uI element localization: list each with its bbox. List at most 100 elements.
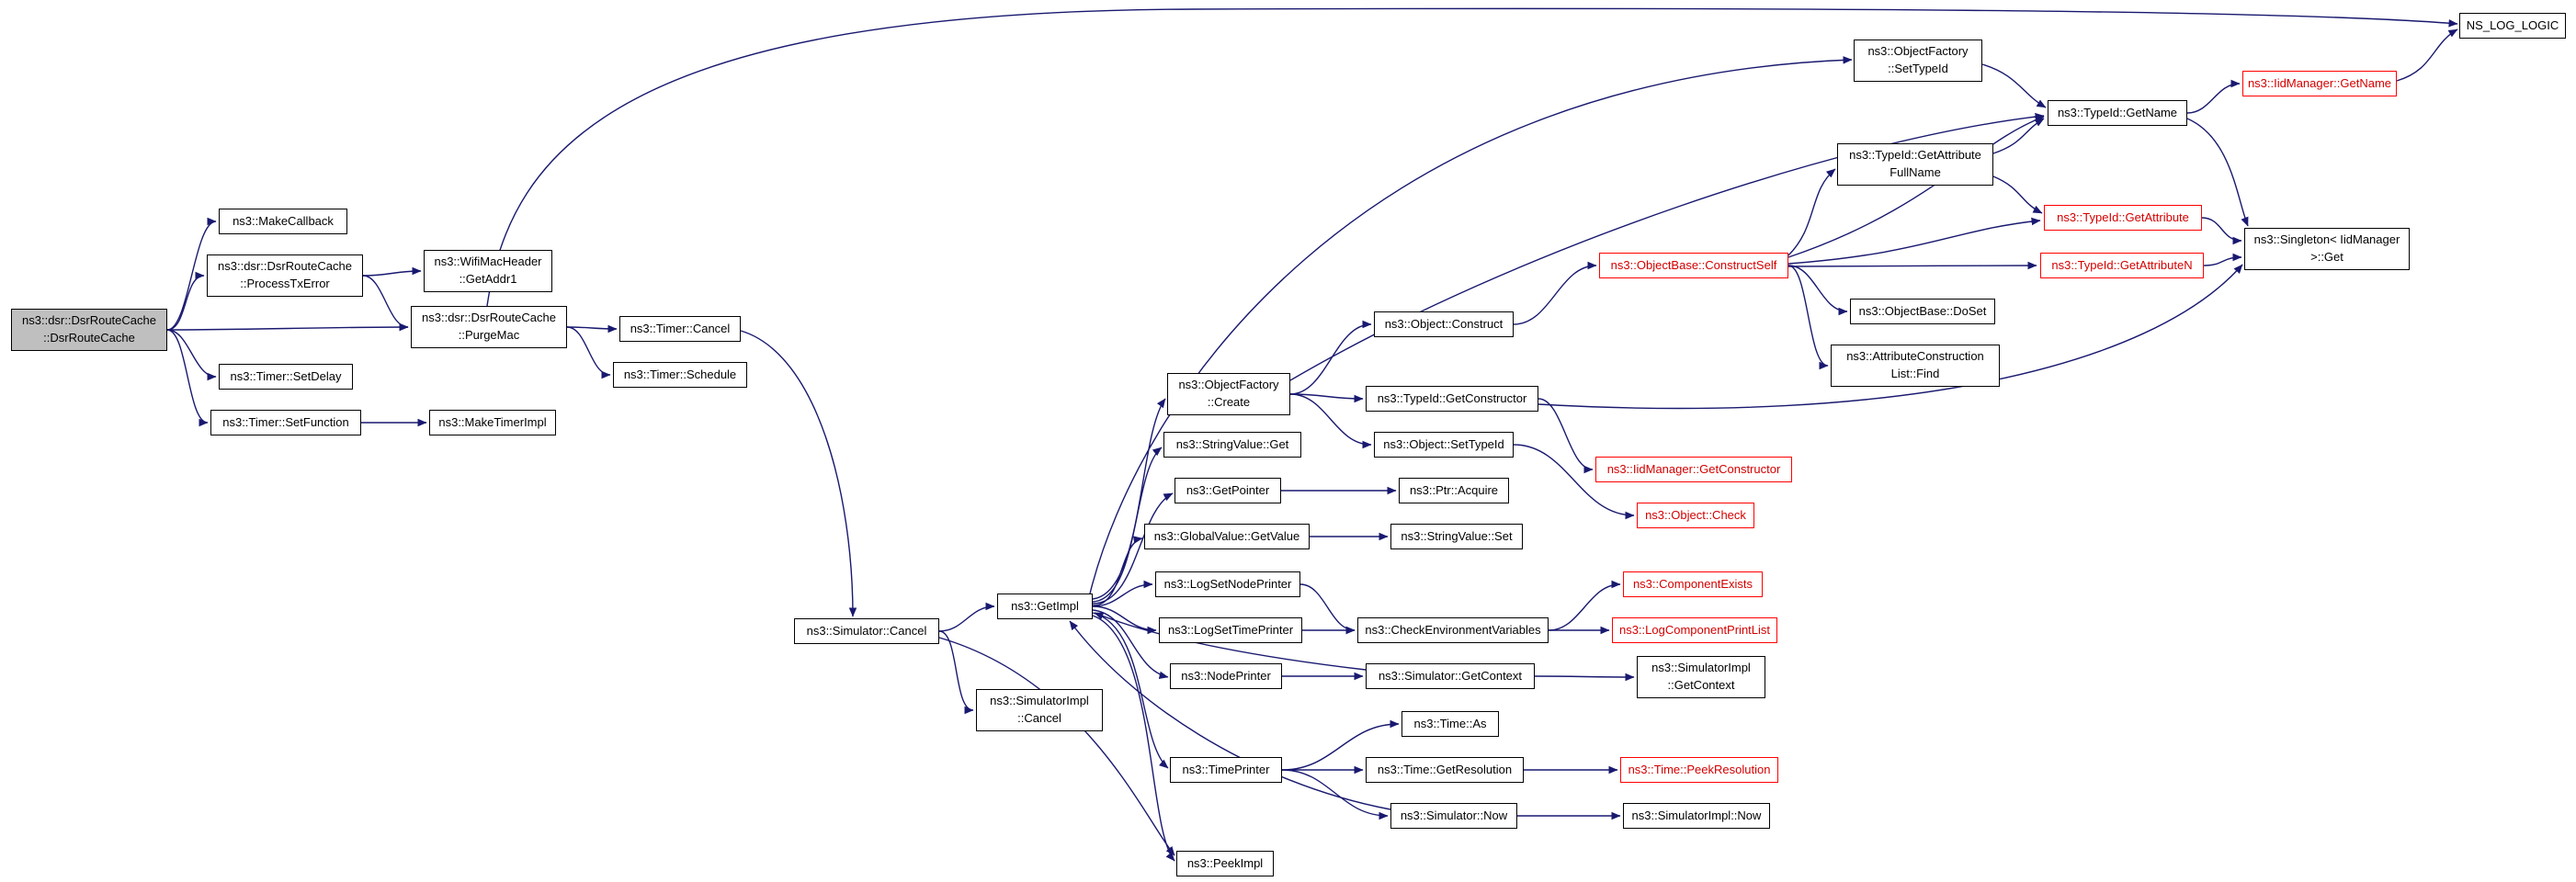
edge-constructself-getattribute: [1787, 217, 2041, 265]
node-peekresolution[interactable]: ns3::Time::PeekResolution: [1620, 757, 1778, 783]
node-label: ns3::GlobalValue::GetValue: [1153, 528, 1300, 543]
node-factorysettypeid[interactable]: ns3::ObjectFactory::SetTypeId: [1854, 40, 1982, 82]
node-simimplnow[interactable]: ns3::SimulatorImpl::Now: [1623, 803, 1770, 829]
node-purgemac[interactable]: ns3::dsr::DsrRouteCache::PurgeMac: [411, 306, 567, 348]
node-objcheck[interactable]: ns3::Object::Check: [1637, 503, 1754, 528]
node-getconstructor[interactable]: ns3::TypeId::GetConstructor: [1366, 386, 1538, 412]
node-getpointer[interactable]: ns3::GetPointer: [1175, 478, 1281, 503]
node-objsettypeid[interactable]: ns3::Object::SetTypeId: [1374, 432, 1514, 458]
node-setdelay[interactable]: ns3::Timer::SetDelay: [219, 364, 353, 390]
edge-getattrfullname-getattribute: [1992, 175, 2043, 214]
node-label: ns3::dsr::DsrRouteCache: [218, 259, 352, 274]
node-processtxerror[interactable]: ns3::dsr::DsrRouteCache::ProcessTxError: [207, 254, 363, 297]
node-label: ns3::Simulator::Cancel: [806, 623, 927, 638]
node-iidgetconstructor[interactable]: ns3::IidManager::GetConstructor: [1595, 457, 1792, 482]
edge-getimpl-factorycreate: [1092, 398, 1166, 600]
node-peekimpl[interactable]: ns3::PeekImpl: [1176, 851, 1274, 876]
node-nodeprinter[interactable]: ns3::NodePrinter: [1170, 663, 1282, 689]
node-label: ns3::Timer::SetDelay: [230, 368, 342, 383]
edge-checkenv-componentexists: [1548, 580, 1621, 631]
node-label: ns3::Ptr::Acquire: [1409, 482, 1499, 497]
node-simcancel[interactable]: ns3::Simulator::Cancel: [794, 618, 939, 644]
edge-getimpl-peekimpl: [1092, 615, 1175, 862]
edge-getimpl-timeprinter: [1092, 612, 1169, 769]
edge-simcancel-peekimpl: [938, 637, 1175, 856]
node-timerschedule[interactable]: ns3::Timer::Schedule: [613, 362, 747, 388]
node-label: ::GetAddr1: [459, 272, 517, 286]
edge-constructself-dosset: [1787, 265, 1848, 316]
node-ptracquire[interactable]: ns3::Ptr::Acquire: [1399, 478, 1509, 503]
node-getattributen[interactable]: ns3::TypeId::GetAttributeN: [2040, 253, 2204, 278]
node-label: ns3::TypeId::GetConstructor: [1377, 390, 1527, 405]
node-label: ns3::IidManager::GetConstructor: [1606, 461, 1781, 476]
edge-typeidgetname-iidgetname: [2186, 79, 2241, 114]
edge-getimpl-nodeprinter: [1092, 609, 1169, 679]
node-globalgetvalue[interactable]: ns3::GlobalValue::GetValue: [1144, 524, 1310, 549]
node-getimpl[interactable]: ns3::GetImpl: [997, 594, 1093, 619]
node-simnow[interactable]: ns3::Simulator::Now: [1390, 803, 1517, 829]
node-stringvalueset[interactable]: ns3::StringValue::Set: [1390, 524, 1523, 549]
node-label: ns3::TypeId::GetAttribute: [2057, 209, 2189, 224]
node-makecallback[interactable]: ns3::MakeCallback: [219, 209, 347, 234]
node-logsettimeprinter[interactable]: ns3::LogSetTimePrinter: [1159, 617, 1302, 643]
node-label: ::Create: [1207, 395, 1251, 409]
node-label: ns3::SimulatorImpl: [1651, 661, 1751, 675]
node-getattribute[interactable]: ns3::TypeId::GetAttribute: [2044, 205, 2202, 231]
edge-root-purgemac: [166, 322, 409, 332]
node-label: ns3::Simulator::GetContext: [1378, 668, 1523, 683]
edge-iidgetname-nsloglogic: [2396, 28, 2458, 82]
node-label: ns3::LogSetNodePrinter: [1163, 576, 1292, 591]
node-maketimerimpl[interactable]: ns3::MakeTimerImpl: [429, 410, 556, 435]
node-timeprinter[interactable]: ns3::TimePrinter: [1170, 757, 1282, 783]
node-simimplcancel[interactable]: ns3::SimulatorImpl::Cancel: [976, 689, 1103, 731]
edge-processtxerror-getaddr1: [362, 266, 422, 277]
node-checkenv[interactable]: ns3::CheckEnvironmentVariables: [1357, 617, 1549, 643]
edge-constructself-attrlistfind: [1787, 265, 1829, 370]
node-componentexists[interactable]: ns3::ComponentExists: [1623, 571, 1763, 597]
node-timegetres[interactable]: ns3::Time::GetResolution: [1366, 757, 1524, 783]
node-label: >::Get: [2310, 250, 2343, 264]
node-objconstruct[interactable]: ns3::Object::Construct: [1374, 311, 1514, 337]
edge-root-setfunction: [166, 329, 209, 427]
node-logsetnodeprinter[interactable]: ns3::LogSetNodePrinter: [1155, 571, 1300, 597]
edge-getconstructor-singletonget: [1538, 264, 2243, 410]
edge-simgetcontext-getimpl: [1094, 612, 1367, 671]
node-label: ns3::NodePrinter: [1181, 668, 1271, 683]
node-label: ns3::TypeId::GetAttributeN: [2051, 257, 2193, 272]
node-label: ::DsrRouteCache: [43, 331, 135, 345]
node-singletonget[interactable]: ns3::Singleton< IidManager>::Get: [2244, 228, 2410, 270]
node-timercancel[interactable]: ns3::Timer::Cancel: [619, 316, 741, 342]
node-label: ns3::WifiMacHeader: [434, 254, 542, 269]
node-label: ns3::LogSetTimePrinter: [1167, 622, 1294, 637]
node-dosset[interactable]: ns3::ObjectBase::DoSet: [1850, 299, 1995, 324]
edge-timeprinter-simnow: [1281, 769, 1389, 820]
node-label: ns3::StringValue::Get: [1175, 436, 1289, 451]
node-root[interactable]: ns3::dsr::DsrRouteCache::DsrRouteCache: [11, 309, 167, 351]
node-logcomponentprintlist[interactable]: ns3::LogComponentPrintList: [1612, 617, 1777, 643]
node-label: ns3::TimePrinter: [1182, 762, 1270, 776]
node-getaddr1[interactable]: ns3::WifiMacHeader::GetAddr1: [424, 250, 552, 292]
edge-timeprinter-timeas: [1281, 719, 1400, 771]
node-constructself[interactable]: ns3::ObjectBase::ConstructSelf: [1599, 253, 1788, 278]
node-factorycreate[interactable]: ns3::ObjectFactory::Create: [1167, 373, 1290, 415]
node-timeas[interactable]: ns3::Time::As: [1401, 711, 1499, 737]
node-label: ns3::dsr::DsrRouteCache: [22, 313, 156, 328]
edge-factorysettypeid-typeidgetname: [1981, 63, 2047, 108]
node-label: ns3::ObjectFactory: [1867, 44, 1969, 59]
node-stringvalueget[interactable]: ns3::StringValue::Get: [1163, 432, 1301, 458]
node-iidgetname[interactable]: ns3::IidManager::GetName: [2242, 71, 2397, 96]
node-label: ns3::Timer::Cancel: [630, 321, 731, 335]
node-label: ::PurgeMac: [458, 328, 520, 342]
node-nsloglogic[interactable]: NS_LOG_LOGIC: [2459, 13, 2566, 39]
node-simgetcontext[interactable]: ns3::Simulator::GetContext: [1366, 663, 1535, 689]
edge-root-setdelay: [166, 329, 217, 381]
node-setfunction[interactable]: ns3::Timer::SetFunction: [210, 410, 361, 435]
edge-getattributen-singletonget: [2203, 253, 2242, 266]
node-label: ns3::ComponentExists: [1632, 576, 1753, 591]
node-label: ns3::Object::Check: [1645, 507, 1746, 522]
node-typeidgetname[interactable]: ns3::TypeId::GetName: [2048, 100, 2187, 126]
edge-typeidgetname-singletonget: [2186, 118, 2249, 227]
node-simimplgetcontext[interactable]: ns3::SimulatorImpl::GetContext: [1637, 656, 1765, 698]
